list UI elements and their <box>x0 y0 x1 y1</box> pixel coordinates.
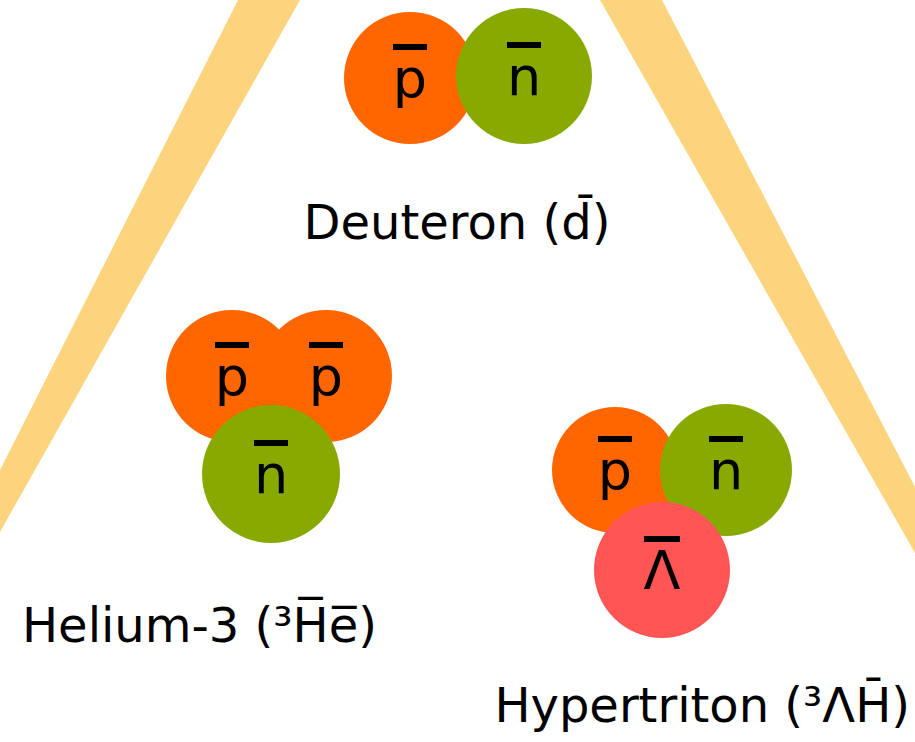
particle-symbol: Λ <box>644 536 681 598</box>
particle-symbol: n <box>254 440 288 502</box>
particle-symbol: p <box>598 436 632 498</box>
particle-circle: n <box>202 405 340 543</box>
particle-symbol: p <box>393 44 427 106</box>
nucleus-caption: Helium-3 (³H̅e̅) <box>22 599 377 652</box>
nucleus-caption: Deuteron (d̄) <box>304 196 611 249</box>
particle-circle: Λ <box>594 502 730 638</box>
particle-symbol: p <box>215 342 249 404</box>
particle-circle: n <box>456 8 592 144</box>
particle-symbol: n <box>709 436 743 498</box>
particle-symbol: p <box>309 342 343 404</box>
nucleus-caption: Hypertriton (³ΛH̄) <box>494 679 910 732</box>
left-band <box>0 0 300 532</box>
particle-symbol: n <box>507 42 541 104</box>
